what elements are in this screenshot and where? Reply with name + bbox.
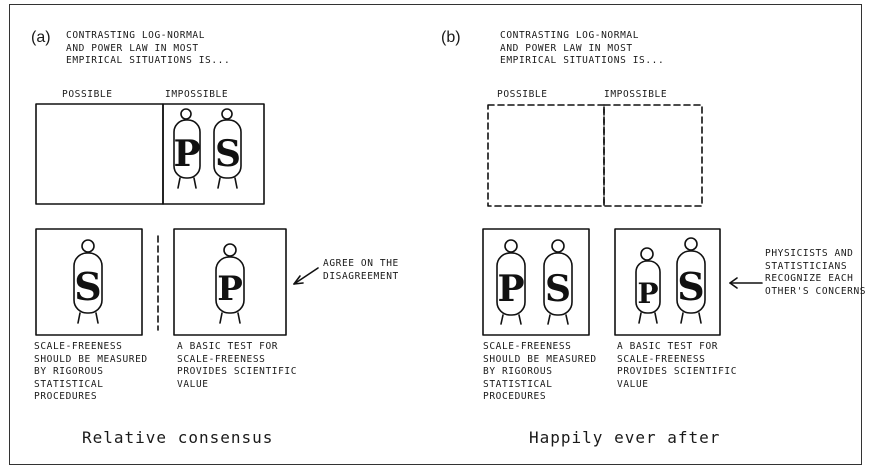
panel-a-caption-right: A BASIC TEST FOR SCALE-FREENESS PROVIDES… [177,341,298,390]
panel-b-label: (b) [441,29,461,46]
s-letter: S [74,264,101,309]
panel-b-caption-left: SCALE-FREENESS SHOULD BE MEASURED BY RIG… [483,341,597,402]
panel-a-impossible-figures: P S [173,108,242,189]
s-letter: S [677,264,704,309]
panel-a-heading: CONTRASTING LOG-NORMAL AND POWER LAW IN … [66,30,231,66]
panel-b-caption-right: A BASIC TEST FOR SCALE-FREENESS PROVIDES… [617,341,738,390]
panel-b-bottom-right-box: P S [614,228,721,336]
arrow-icon [293,267,319,285]
p-letter: P [497,268,524,310]
p-letter: P [173,133,200,175]
panel-b-footer: Happily ever after [529,428,721,447]
panel-a-top-boxes [35,103,265,205]
panel-b-annotation: PHYSICISTS AND STATISTICIANS RECOGNIZE E… [765,248,867,297]
p-letter: P [637,277,658,310]
panel-a-possible-label: POSSIBLE [62,89,113,100]
panel-b-top-boxes [487,104,703,207]
panel-a-annotation: AGREE ON THE DISAGREEMENT [323,258,399,282]
s-letter: S [545,268,571,310]
panel-a-impossible-label: IMPOSSIBLE [165,89,229,100]
arrowhead-icon [729,277,738,289]
panel-a-label: (a) [31,29,51,46]
panel-b-possible-label: POSSIBLE [497,89,548,100]
panel-a-caption-left: SCALE-FREENESS SHOULD BE MEASURED BY RIG… [34,341,148,402]
panel-a-bottom-left-box: S [35,228,143,336]
panel-b-bottom-left-box: P S [482,228,590,336]
panel-a-footer: Relative consensus [82,428,274,447]
p-letter: P [217,269,243,309]
s-letter: S [215,133,241,175]
panel-b-heading: CONTRASTING LOG-NORMAL AND POWER LAW IN … [500,30,665,66]
arrowhead-icon [293,275,304,285]
panel-b-impossible-label: IMPOSSIBLE [604,89,668,100]
panel-a-bottom-right-box: P [173,228,287,336]
